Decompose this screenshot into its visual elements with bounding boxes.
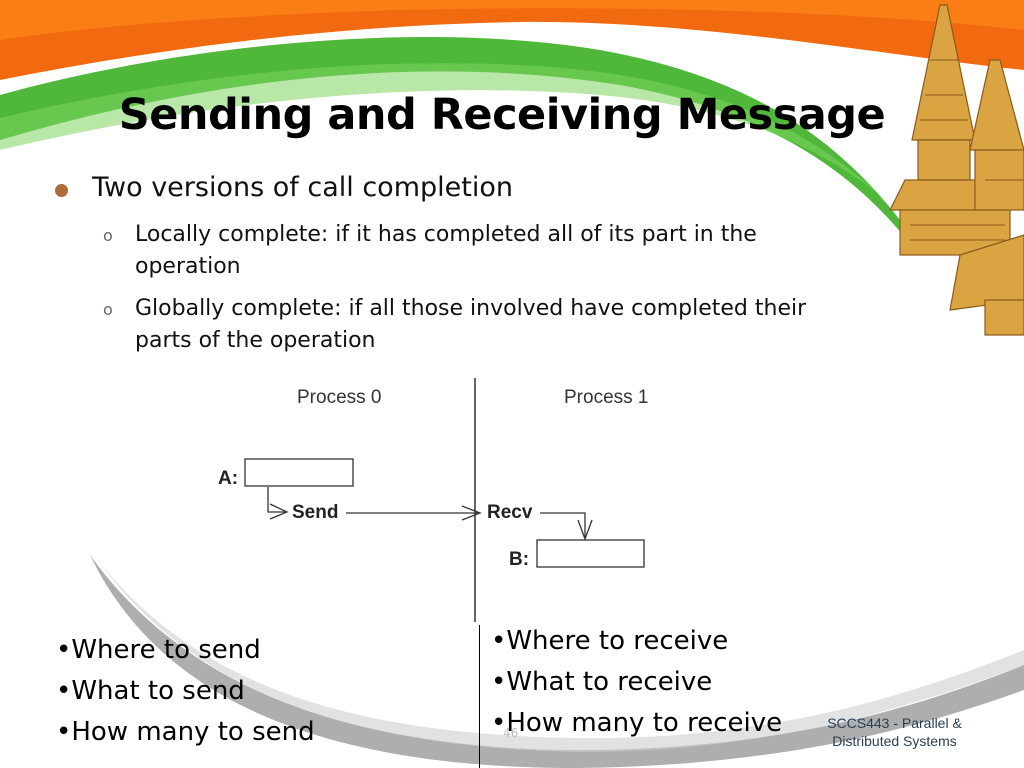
buffer-a-label: A: (218, 468, 239, 489)
slide-title: Sending and Receiving Message (118, 90, 886, 140)
list-item: •How many to receive (491, 708, 783, 738)
process1-label: Process 1 (564, 387, 649, 408)
sub-bullet-global: Globally complete: if all those involved… (135, 296, 807, 353)
list-item: •Where to send (56, 635, 261, 665)
bullet-dot (55, 184, 68, 197)
buffer-b-box (536, 539, 645, 568)
main-bullet: Two versions of call completion (92, 172, 513, 203)
column-divider (479, 625, 480, 768)
send-label: Send (292, 502, 339, 523)
send-requirements-list: •Where to send •What to send •How many t… (56, 630, 315, 753)
list-item: •How many to send (56, 717, 315, 747)
sub-bullet-marker: o (103, 300, 113, 319)
recv-label: Recv (487, 502, 533, 523)
sub-bullet-marker: o (103, 226, 113, 245)
receive-requirements-list: •Where to receive •What to receive •How … (491, 621, 782, 744)
process0-label: Process 0 (297, 387, 382, 408)
course-footer: SCCS443 - Parallel & Distributed Systems (827, 715, 962, 749)
sub-bullet-local: Locally complete: if it has completed al… (135, 222, 757, 279)
list-item: •What to receive (491, 667, 713, 697)
recv-to-buffer-arrow (540, 512, 586, 538)
list-item: •Where to receive (491, 626, 729, 656)
list-item: •What to send (56, 676, 245, 706)
orange-band (0, 0, 1024, 80)
page-number: 46 (503, 726, 519, 740)
buffer-a-box (244, 458, 354, 487)
buffer-b-label: B: (509, 549, 530, 570)
buffer-to-send-arrow (267, 487, 285, 513)
